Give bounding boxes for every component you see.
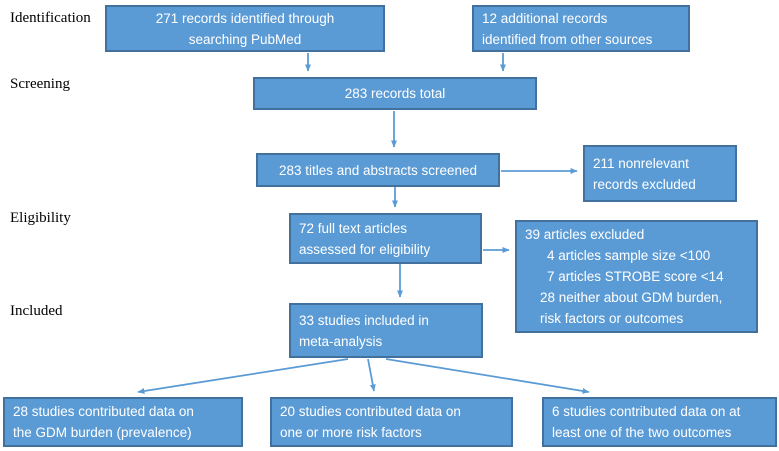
box-studies-meta-analysis: 33 studies included in meta-analysis (289, 303, 483, 358)
box-text-line: meta-analysis (299, 333, 383, 349)
box-text-line: 271 records identified through (155, 10, 335, 26)
box-text-line: the GDM burden (prevalence) (13, 425, 192, 440)
box-text-line: 72 full text articles (299, 220, 408, 236)
box-text-line: one or more risk factors (280, 425, 422, 440)
box-text-line: 28 studies contributed data on (13, 404, 194, 419)
box-text-line: records excluded (593, 176, 696, 192)
box-text-line: 283 records total (344, 86, 446, 101)
stage-label-eligibility: Eligibility (10, 210, 71, 226)
box-records-total: 283 records total (253, 77, 537, 110)
box-records-other-sources: 12 additional records identified from ot… (472, 5, 690, 52)
stage-label-identification: Identification (10, 10, 91, 26)
box-outcomes: 6 studies contributed data on at least o… (542, 397, 777, 447)
box-fulltext-assessed: 72 full text articles assessed for eligi… (289, 213, 482, 264)
box-text-line: 12 additional records (482, 10, 608, 26)
box-text-line: 39 articles excluded (525, 227, 645, 242)
box-text-line: searching PubMed (188, 31, 302, 47)
box-articles-excluded: 39 articles excluded 4 articles sample s… (515, 220, 758, 333)
box-text-line: 7 articles STROBE score <14 (547, 269, 724, 284)
box-text-line: 4 articles sample size <100 (547, 248, 711, 263)
arrow-meta-to-outcomes (385, 358, 590, 394)
box-text-line: 20 studies contributed data on (280, 404, 461, 419)
box-text-line: 28 neither about GDM burden, (540, 290, 723, 305)
box-risk-factors: 20 studies contributed data on one or mo… (270, 397, 513, 447)
box-text-line: assessed for eligibility (299, 241, 431, 257)
box-text-line: 33 studies included in (299, 312, 429, 328)
box-text-line: 211 nonrelevant (593, 155, 689, 171)
stage-label-screening: Screening (10, 76, 70, 92)
arrow-meta-to-burden (137, 358, 349, 394)
box-text-line: risk factors or outcomes (540, 311, 684, 326)
box-text-line: identified from other sources (482, 31, 653, 47)
arrow-meta-to-riskfactors (367, 358, 376, 392)
stage-label-included: Included (10, 303, 63, 319)
box-titles-abstracts-screened: 283 titles and abstracts screened (256, 153, 500, 187)
box-gdm-burden: 28 studies contributed data on the GDM b… (3, 397, 243, 447)
box-text-line: 283 titles and abstracts screened (278, 162, 478, 178)
box-records-pubmed: 271 records identified through searching… (105, 5, 385, 52)
box-text-line: least one of the two outcomes (552, 425, 732, 440)
box-nonrelevant-excluded: 211 nonrelevant records excluded (583, 145, 737, 202)
box-text-line: 6 studies contributed data on at (552, 404, 741, 419)
